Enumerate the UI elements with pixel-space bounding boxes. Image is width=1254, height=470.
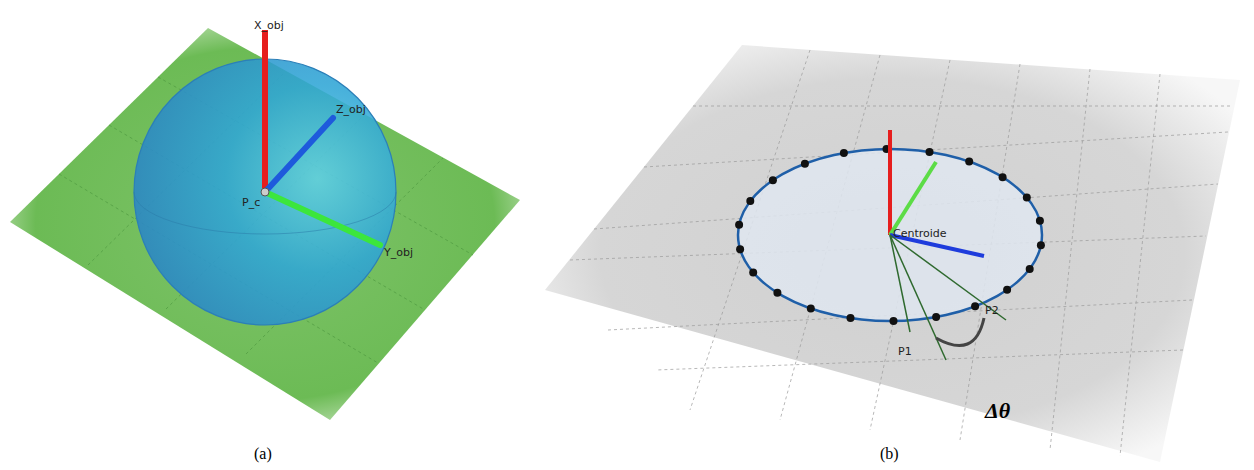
sample-point bbox=[736, 245, 744, 253]
point-label: P_c bbox=[242, 197, 260, 208]
sample-point bbox=[1036, 217, 1044, 225]
sample-point bbox=[749, 269, 757, 277]
sample-point bbox=[932, 313, 940, 321]
z-axis bbox=[265, 118, 333, 192]
sample-point bbox=[773, 289, 781, 297]
sample-point bbox=[746, 197, 754, 205]
axis-label: X_obj bbox=[254, 20, 284, 31]
sample-point bbox=[1037, 241, 1045, 249]
sample-point bbox=[801, 160, 809, 168]
sample-point bbox=[1023, 194, 1031, 202]
ray-p1 bbox=[890, 235, 946, 360]
ground-plane bbox=[10, 28, 520, 420]
point-label: P1 bbox=[898, 346, 912, 357]
point-label: P2 bbox=[985, 305, 999, 316]
point-label: Centroide bbox=[893, 228, 947, 239]
angle-label: Δθ bbox=[985, 400, 1010, 422]
ray-p2 bbox=[890, 235, 1006, 320]
angle-arc bbox=[936, 318, 984, 346]
sample-point bbox=[971, 302, 979, 310]
panel-caption: (b) bbox=[880, 446, 899, 462]
sample-point bbox=[840, 149, 848, 157]
ray bbox=[890, 235, 910, 332]
ground-plane bbox=[545, 45, 1240, 462]
y-axis bbox=[265, 192, 380, 245]
panel-caption: (a) bbox=[254, 446, 272, 462]
sample-point bbox=[999, 173, 1007, 181]
sample-point bbox=[807, 304, 815, 312]
y-axis bbox=[890, 162, 936, 235]
axis-label: Y_obj bbox=[384, 247, 413, 258]
axis-label: Z_obj bbox=[336, 104, 366, 115]
sample-point bbox=[1003, 286, 1011, 294]
x-axis bbox=[262, 30, 268, 192]
sphere-equator bbox=[134, 192, 396, 234]
sample-point bbox=[890, 317, 898, 325]
sample-point bbox=[926, 148, 934, 156]
sample-point bbox=[735, 221, 743, 229]
sample-point bbox=[1026, 265, 1034, 273]
sample-point bbox=[769, 176, 777, 184]
sample-point bbox=[847, 314, 855, 322]
z-axis bbox=[888, 130, 892, 235]
sample-point bbox=[965, 158, 973, 166]
center-point bbox=[261, 188, 269, 196]
plane-grid bbox=[570, 50, 1233, 456]
